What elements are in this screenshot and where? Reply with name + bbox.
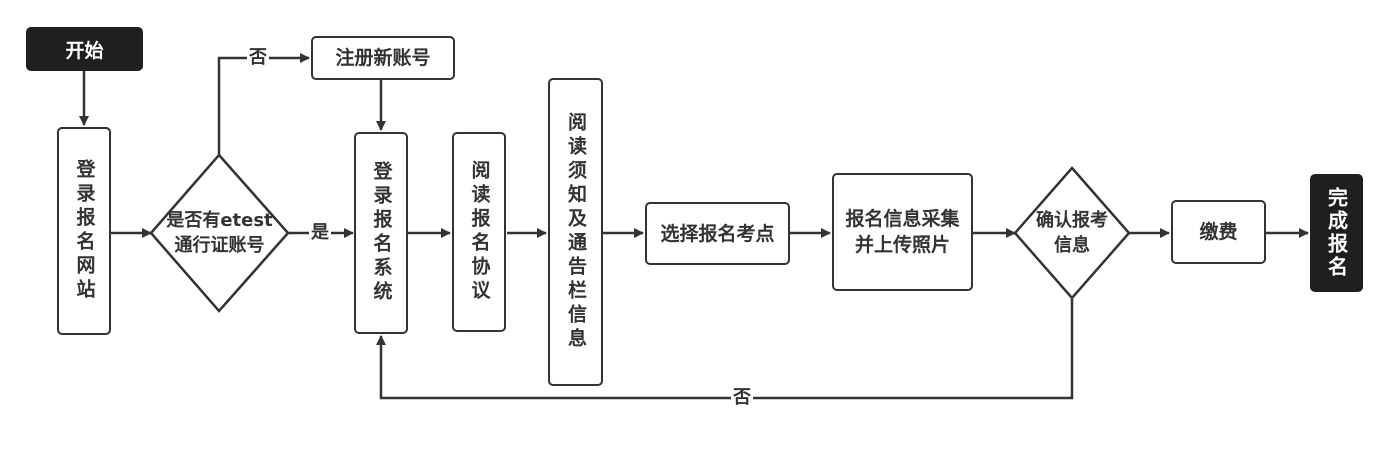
decision-confirm-shape — [1013, 166, 1131, 300]
decision-account-shape — [149, 153, 290, 313]
pay-node: 缴费 — [1171, 200, 1266, 264]
pay-label: 缴费 — [1199, 221, 1238, 243]
decision-account-label: 是否有etest 通行证账号 — [166, 210, 273, 256]
start-node: 开始 — [26, 27, 143, 71]
edge-confirm-no-loop — [376, 298, 1074, 400]
choose-center-label: 选择报名考点 — [660, 222, 775, 245]
edge-no-label-top: 否 — [247, 47, 269, 68]
login-system-node: 登录报名系统 — [354, 132, 408, 334]
info-photo-node: 报名信息采集 并上传照片 — [832, 173, 973, 291]
decision-confirm-label: 确认报考 信息 — [1036, 210, 1108, 256]
done-node: 完成报名 — [1310, 174, 1363, 292]
info-photo-label: 报名信息采集 并上传照片 — [845, 208, 960, 256]
login-site-node: 登录报名网站 — [57, 127, 111, 335]
register-label: 注册新账号 — [335, 47, 431, 69]
read-agreement-label: 阅读报名协议 — [468, 160, 491, 304]
read-notice-node: 阅读须知及通告栏信息 — [548, 78, 603, 386]
read-agreement-node: 阅读报名协议 — [452, 132, 506, 332]
start-label: 开始 — [65, 39, 104, 62]
read-notice-label: 阅读须知及通告栏信息 — [565, 112, 587, 352]
done-label: 完成报名 — [1324, 187, 1349, 279]
login-system-label: 登录报名系统 — [370, 161, 393, 305]
edge-check-no-to-register — [217, 53, 310, 155]
edge-yes-label: 是 — [309, 222, 331, 243]
login-site-label: 登录报名网站 — [73, 159, 96, 303]
edge-no-label-bottom: 否 — [731, 387, 753, 408]
register-node: 注册新账号 — [311, 36, 455, 80]
choose-center-node: 选择报名考点 — [645, 202, 790, 265]
